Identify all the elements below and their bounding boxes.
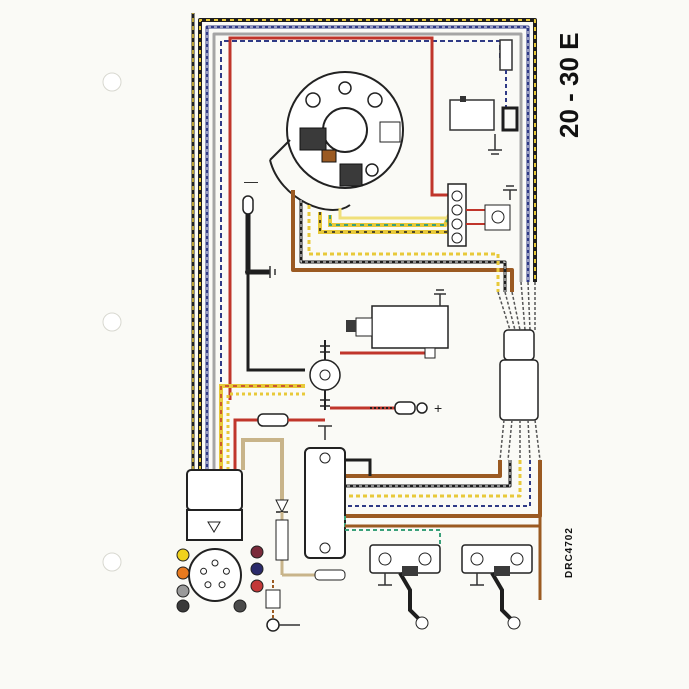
plug-color-indicator — [250, 562, 264, 576]
brown-harness — [291, 190, 514, 292]
plug-pin — [218, 581, 226, 589]
magneto-stator — [269, 71, 404, 211]
terminal-block — [447, 183, 517, 247]
negative-sign: — — [244, 173, 258, 189]
rectifier-module — [304, 425, 372, 559]
plug-pin — [211, 559, 219, 567]
plug-pin — [200, 567, 208, 575]
diode-branch — [241, 438, 346, 581]
starter-motor — [340, 289, 449, 359]
instrument-plug — [176, 545, 264, 613]
battery-positive-terminal: + — [330, 400, 442, 416]
fuse-holder — [219, 384, 325, 470]
plug-color-indicator — [233, 599, 247, 613]
plug-pin — [204, 581, 212, 589]
plug-color-indicator — [250, 579, 264, 593]
instrument-connector — [186, 469, 243, 541]
ignition-coil-1 — [369, 544, 441, 630]
plug-color-indicator — [176, 548, 190, 562]
main-connector — [497, 281, 541, 461]
plug-pin — [222, 567, 230, 575]
battery-negative-terminal: — — [242, 173, 305, 372]
lower-harness — [345, 460, 542, 600]
drawing-code: DRC4702 — [564, 527, 575, 578]
temperature-sensor — [449, 39, 519, 155]
plug-color-indicator — [176, 584, 190, 598]
punch-hole-bottom — [102, 552, 122, 572]
punch-hole-middle — [102, 312, 122, 332]
coil-feed-wires — [344, 516, 540, 545]
punch-hole-top — [102, 72, 122, 92]
red-wire-top — [228, 36, 452, 400]
plug-color-indicator — [250, 545, 264, 559]
stator-leads — [318, 207, 454, 234]
plug-color-indicator — [176, 566, 190, 580]
ignition-coil-2 — [461, 544, 533, 630]
kill-switch — [265, 580, 300, 632]
positive-sign: + — [434, 400, 442, 416]
starter-solenoid — [309, 340, 341, 410]
plug-color-indicator — [176, 599, 190, 613]
diagram-title: 20 - 30 E — [554, 32, 584, 138]
outer-harness — [191, 13, 537, 470]
